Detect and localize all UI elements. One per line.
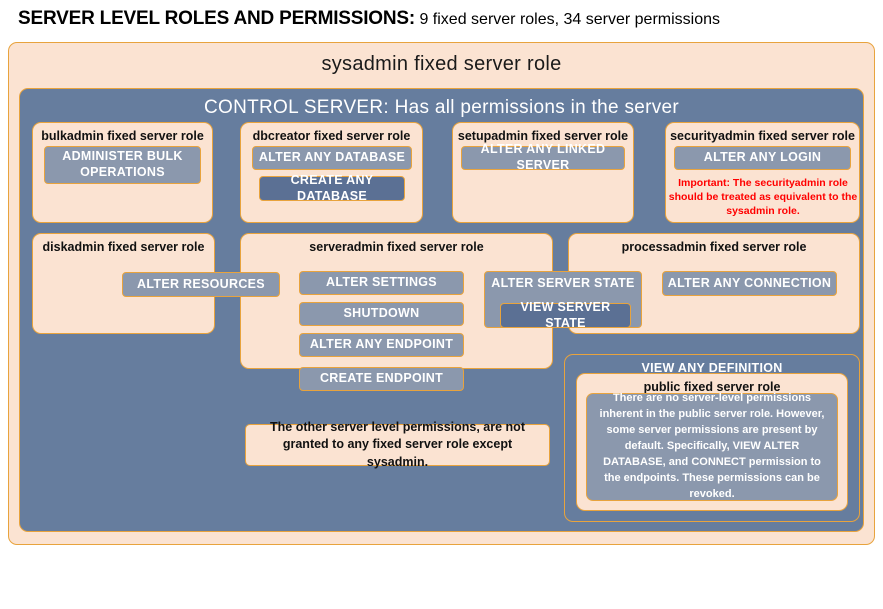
permission-chip-alter-any-linked-server[interactable]: ALTER ANY LINKED SERVER	[461, 142, 625, 172]
role-title-public: public fixed server role	[643, 380, 781, 394]
role-card-securityadmin: securityadmin fixed server role	[665, 122, 860, 223]
permission-chip-view-any-definition[interactable]: VIEW ANY DEFINITION	[641, 361, 783, 375]
role-title-processadmin: processadmin fixed server role	[621, 240, 807, 254]
public-role-note: There are no server-level permissions in…	[586, 392, 838, 501]
role-title-dbcreator: dbcreator fixed server role	[252, 129, 411, 143]
footer-version-label: SQL Server 2017	[53, 597, 142, 609]
securityadmin-warning-text: Important: The securityadmin role should…	[668, 177, 858, 218]
page-title-sub: 9 fixed server roles, 34 server permissi…	[415, 11, 721, 28]
permission-chip-create-any-database[interactable]: CREATE ANY DATABASE	[259, 173, 405, 203]
role-card-dbcreator: dbcreator fixed server role	[240, 122, 423, 223]
permission-chip-alter-any-login[interactable]: ALTER ANY LOGIN	[674, 146, 851, 170]
permission-chip-create-endpoint[interactable]: CREATE ENDPOINT	[299, 367, 464, 391]
other-permissions-note: The other server level permissions, are …	[245, 420, 550, 469]
permission-chip-shutdown[interactable]: SHUTDOWN	[299, 302, 464, 326]
permission-chip-alter-any-database[interactable]: ALTER ANY DATABASE	[252, 146, 412, 170]
permission-chip-alter-any-connection[interactable]: ALTER ANY CONNECTION	[662, 271, 837, 296]
sysadmin-role-label: sysadmin fixed server role	[321, 53, 562, 75]
role-title-bulkadmin: bulkadmin fixed server role	[41, 129, 204, 143]
role-title-setupadmin: setupadmin fixed server role	[457, 129, 629, 143]
permission-chip-administer-bulk-operations[interactable]: ADMINISTER BULK OPERATIONS	[44, 146, 201, 184]
page-title-main: SERVER LEVEL ROLES AND PERMISSIONS:	[18, 8, 416, 29]
permission-chip-alter-settings[interactable]: ALTER SETTINGS	[299, 271, 464, 295]
role-title-diskadmin: diskadmin fixed server role	[42, 240, 205, 254]
control-server-label: CONTROL SERVER: Has all permissions in t…	[203, 97, 680, 118]
role-title-serveradmin: serveradmin fixed server role	[309, 240, 484, 254]
diagram-canvas: SERVER LEVEL ROLES AND PERMISSIONS: 9 fi…	[8, 8, 875, 545]
page-title: SERVER LEVEL ROLES AND PERMISSIONS: 9 fi…	[18, 8, 868, 36]
permission-chip-alter-resources[interactable]: ALTER RESOURCES	[122, 272, 280, 297]
role-title-securityadmin: securityadmin fixed server role	[670, 129, 855, 143]
permission-chip-alter-any-endpoint[interactable]: ALTER ANY ENDPOINT	[299, 333, 464, 357]
permission-chip-view-server-state[interactable]: VIEW SERVER STATE	[500, 300, 631, 330]
role-card-setupadmin: setupadmin fixed server role	[452, 122, 634, 223]
